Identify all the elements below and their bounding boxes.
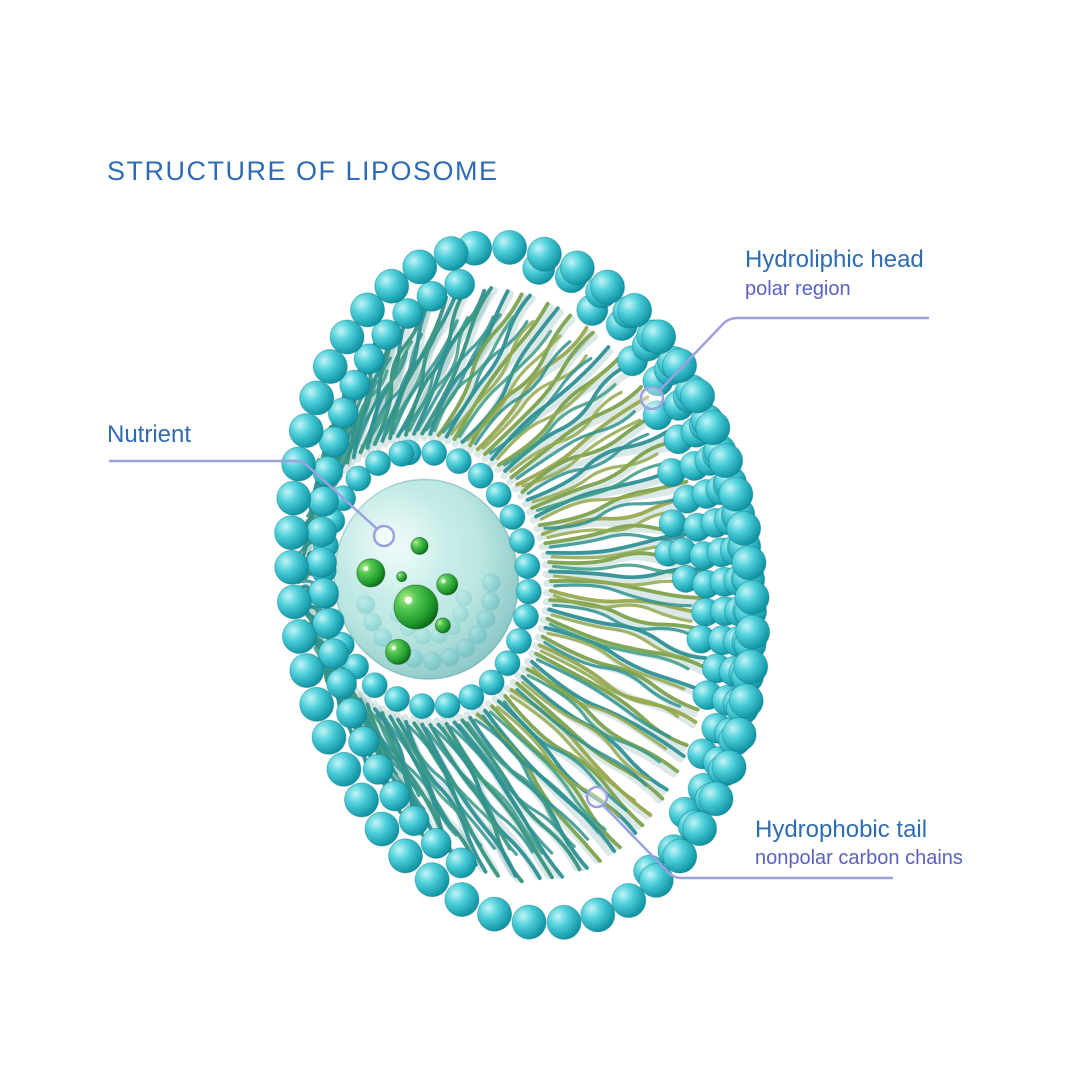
label-hydrophobic-tail-sub: nonpolar carbon chains [755, 847, 963, 869]
label-nutrient: Nutrient [107, 421, 192, 448]
nutrient-particles [356, 536, 459, 665]
label-hydrophobic-tail: Hydrophobic tail [755, 816, 928, 843]
callouts [108, 316, 930, 880]
hydrophobic-tail-callout-line [602, 804, 894, 880]
page-title: STRUCTURE OF LIPOSOME [107, 156, 499, 186]
hydrophilic-head-callout-marker [639, 385, 665, 411]
nutrient-callout-marker [372, 524, 396, 548]
nutrient-callout-line [108, 459, 378, 530]
liposome-body [274, 229, 771, 940]
liposome-3d [274, 229, 771, 940]
outer-rim-beads [274, 229, 771, 940]
hydrophilic-head-callout-line [659, 316, 930, 391]
label-hydrophilic-head-sub: polar region [745, 278, 851, 300]
label-hydrophilic-head: Hydroliphic head [745, 246, 924, 273]
core-bead-texture [356, 573, 501, 671]
hydrophobic-tail-callout-marker [585, 785, 609, 809]
